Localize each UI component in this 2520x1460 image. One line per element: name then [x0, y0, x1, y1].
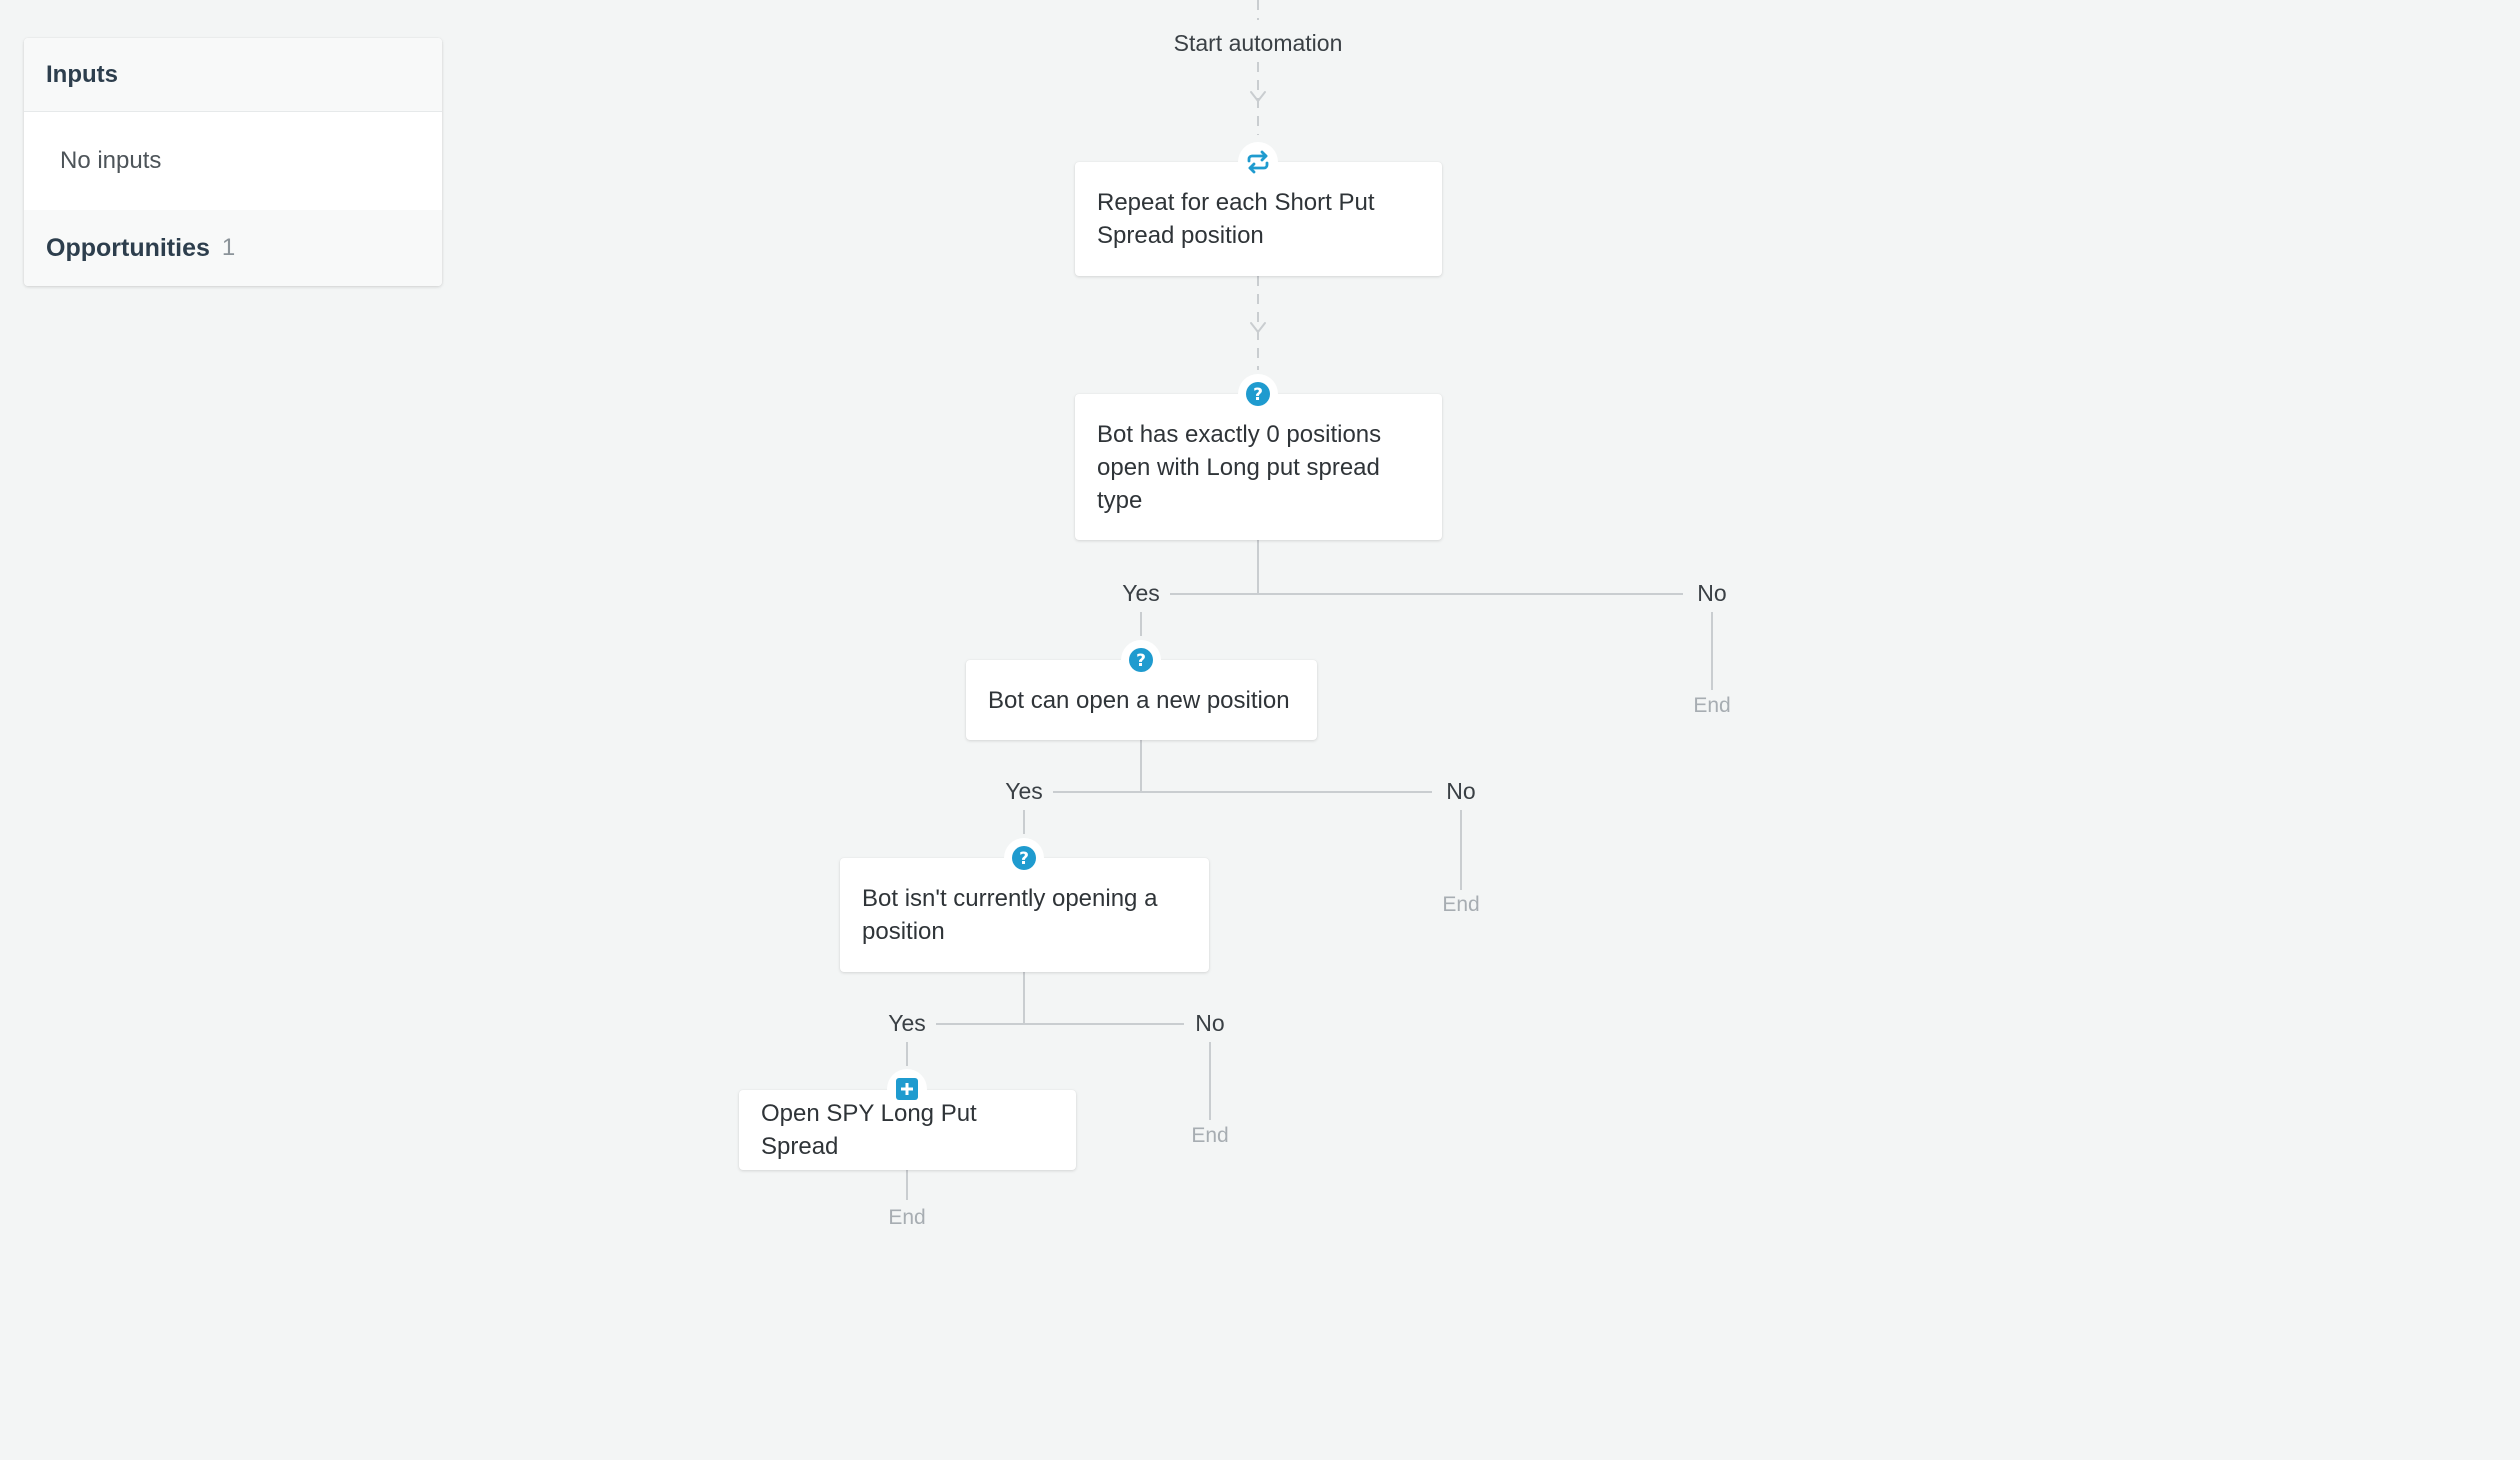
inputs-body: No inputs — [24, 112, 442, 210]
open-spread-action-text: Open SPY Long Put Spread — [761, 1100, 977, 1160]
end-label: End — [1442, 893, 1480, 916]
branch-yes-label: Yes — [999, 778, 1049, 805]
opportunities-header[interactable]: Opportunities 1 — [24, 210, 442, 286]
inputs-title: Inputs — [46, 60, 118, 88]
repeat-icon — [1247, 150, 1269, 174]
condition-can-open-text: Bot can open a new position — [988, 686, 1290, 714]
svg-text:?: ? — [1019, 849, 1029, 869]
repeat-step-text: Repeat for each Short Put Spread positio… — [1097, 189, 1375, 249]
branch-yes-label: Yes — [1116, 580, 1166, 607]
end-label: End — [1693, 694, 1731, 717]
action-badge — [887, 1069, 927, 1109]
svg-text:?: ? — [1253, 385, 1263, 405]
condition-badge: ? — [1121, 640, 1161, 680]
branch-no-label: No — [1691, 580, 1733, 607]
opportunities-title: Opportunities — [46, 233, 210, 262]
opportunities-count: 1 — [221, 234, 236, 261]
no-inputs-text: No inputs — [60, 147, 162, 174]
condition-badge: ? — [1004, 838, 1044, 878]
branch-no-label: No — [1440, 778, 1482, 805]
inputs-panel: Inputs No inputs Opportunities 1 — [24, 38, 442, 286]
condition-zero-positions-text: Bot has exactly 0 positions open with Lo… — [1097, 420, 1382, 514]
svg-text:?: ? — [1136, 651, 1146, 671]
inputs-header[interactable]: Inputs — [24, 38, 442, 112]
condition-zero-positions-card[interactable]: Bot has exactly 0 positions open with Lo… — [1075, 394, 1442, 540]
repeat-badge — [1238, 142, 1278, 182]
condition-badge: ? — [1238, 374, 1278, 414]
branch-no-label: No — [1189, 1010, 1231, 1037]
question-icon: ? — [1012, 846, 1036, 870]
end-label: End — [888, 1206, 926, 1229]
start-automation-label: Start automation — [1173, 30, 1343, 56]
question-icon: ? — [1129, 648, 1153, 672]
plus-square-icon — [896, 1078, 918, 1100]
end-label: End — [1191, 1124, 1229, 1147]
question-icon: ? — [1246, 382, 1270, 406]
condition-not-opening-text: Bot isn't currently opening a position — [862, 885, 1158, 945]
branch-yes-label: Yes — [882, 1010, 932, 1037]
